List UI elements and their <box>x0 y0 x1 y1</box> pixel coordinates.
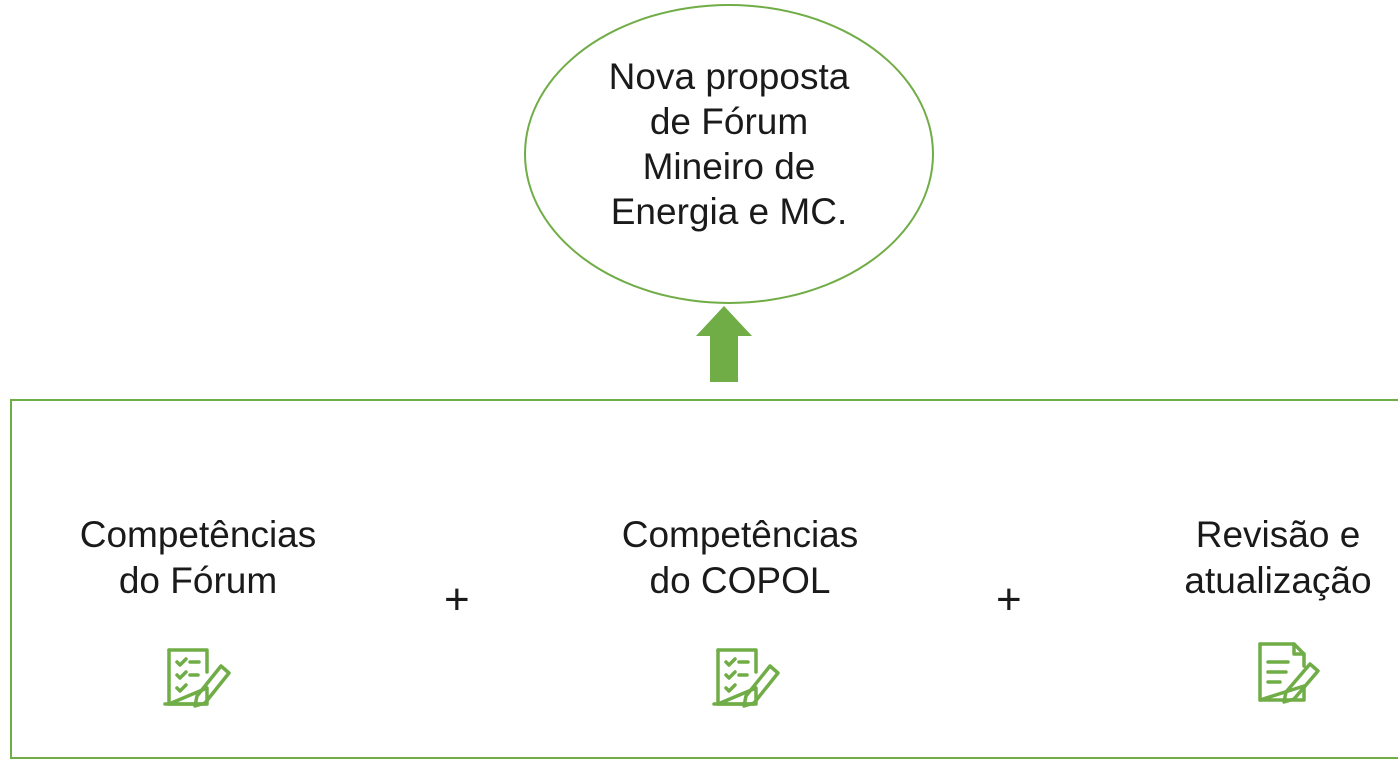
item-label-line: atualização <box>1184 560 1372 601</box>
item-label-competencias-forum: Competências do Fórum <box>58 512 338 604</box>
proposal-title: Nova proposta de Fórum Mineiro de Energi… <box>574 54 884 234</box>
proposal-title-line: Energia e MC. <box>610 191 848 232</box>
proposal-title-line: Nova proposta <box>608 56 850 97</box>
item-label-line: Competências <box>621 514 859 555</box>
checklist-document-pencil-icon <box>163 648 231 708</box>
proposal-title-line: de Fórum <box>649 101 809 142</box>
plus-operator: + <box>444 575 470 624</box>
checklist-document-pencil-icon <box>712 648 780 708</box>
document-edit-pencil-icon <box>1258 642 1320 704</box>
item-label-line: do COPOL <box>649 560 831 601</box>
item-label-revisao-atualizacao: Revisão e atualização <box>1168 512 1388 604</box>
up-arrow-icon <box>696 306 752 382</box>
proposal-ellipse <box>524 4 934 304</box>
item-label-competencias-copol: Competências do COPOL <box>600 512 880 604</box>
proposal-title-line: Mineiro de <box>642 146 816 187</box>
components-panel <box>10 399 1398 759</box>
plus-operator: + <box>996 575 1022 624</box>
item-label-line: Competências <box>79 514 317 555</box>
item-label-line: do Fórum <box>118 560 278 601</box>
item-label-line: Revisão e <box>1195 514 1361 555</box>
